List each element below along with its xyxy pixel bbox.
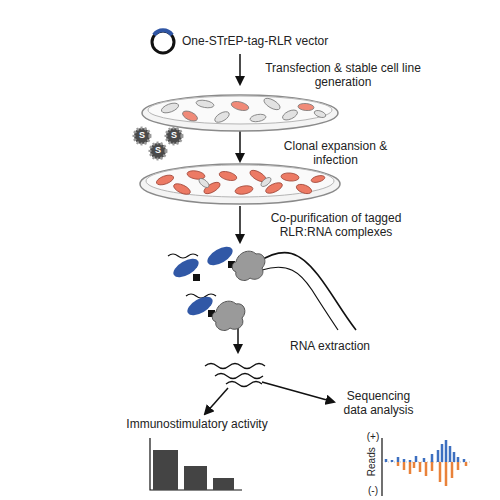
step-arrow (205, 388, 228, 414)
plasmid-insert (154, 30, 172, 35)
dish-rim (146, 165, 334, 197)
chart-axis (150, 438, 242, 490)
step-label: Transfection & stable cell line generati… (258, 62, 428, 90)
strep-bead (232, 251, 265, 280)
dish-rim (148, 96, 332, 124)
chart-bar (153, 450, 178, 490)
output-label: Sequencing data analysis (336, 390, 421, 418)
cell (234, 184, 253, 195)
cell (281, 172, 300, 182)
cell (298, 103, 315, 111)
cell (160, 101, 180, 115)
output-label: Immunostimulatory activity (112, 418, 282, 432)
virus-particle (166, 128, 182, 144)
step-label: Clonal expansion & infection (283, 140, 388, 168)
step-label: Co-purification of tagged RLR:RNA comple… (256, 212, 416, 240)
step-label: RNA extraction (290, 340, 400, 354)
culture-dish (142, 95, 338, 131)
plot-axis (381, 438, 382, 496)
culture-dish (140, 164, 340, 204)
step-arrow (262, 382, 334, 402)
cell (310, 174, 325, 183)
axis-label: (-) (362, 485, 384, 497)
cell (262, 96, 282, 112)
minus-strand-reads (398, 462, 466, 486)
plus-strand-reads (386, 440, 464, 462)
cell (197, 177, 210, 189)
virus-letter: S (134, 130, 150, 140)
rlr-protein (170, 255, 201, 281)
rna-strand (258, 253, 356, 330)
cell (213, 110, 231, 125)
virus-particle (134, 128, 150, 144)
rna-strand (262, 267, 338, 330)
step-arrow (239, 206, 241, 242)
chart-bar (213, 478, 234, 490)
cell (259, 176, 272, 188)
cell (295, 183, 313, 196)
rlr-protein (204, 243, 235, 269)
axis-label: Reads (366, 442, 378, 482)
rna-strand (215, 374, 263, 379)
strep-bead (212, 301, 245, 330)
step-arrow (239, 131, 241, 161)
rlr-protein (184, 293, 215, 319)
chart-bar (184, 466, 207, 490)
strep-tag (193, 274, 200, 281)
rna-strand (226, 382, 262, 387)
cell (181, 109, 199, 123)
cell (218, 170, 237, 182)
virus-letter: S (166, 130, 182, 140)
cell (196, 99, 215, 109)
virus-letter: S (150, 145, 166, 155)
rna-strand (205, 364, 265, 369)
cell (155, 173, 175, 187)
axis-label: (+) (362, 431, 384, 443)
rna-strand (168, 254, 198, 258)
step-arrow (239, 54, 241, 84)
cell (281, 108, 299, 122)
vector-label: One-STrEP-tag-RLR vector (182, 35, 362, 49)
rna-strand (186, 294, 216, 298)
cell (250, 113, 267, 123)
cell (313, 109, 326, 119)
cell (172, 182, 192, 197)
virus-particle (150, 143, 166, 159)
plasmid-circle (152, 31, 174, 53)
cell (230, 100, 249, 112)
